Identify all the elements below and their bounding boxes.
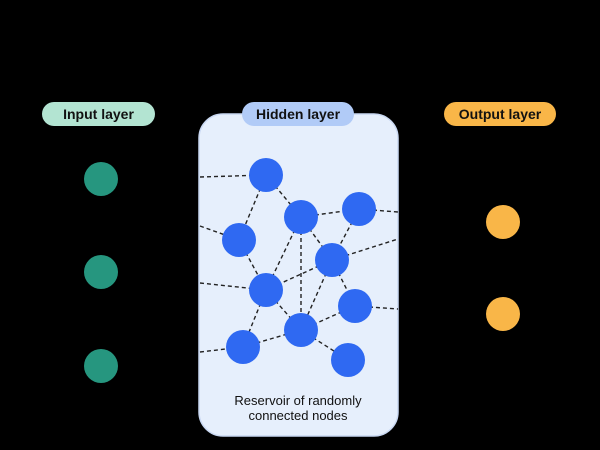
hidden-node [331, 343, 365, 377]
output-node [486, 297, 520, 331]
reservoir-caption-line-1: Reservoir of randomly [234, 393, 362, 408]
input-node [84, 255, 118, 289]
hidden-node [249, 273, 283, 307]
output-nodes [486, 205, 520, 331]
input-layer-label: Input layer [42, 102, 155, 126]
reservoir-caption: Reservoir of randomly connected nodes [205, 393, 391, 423]
hidden-nodes [222, 158, 376, 377]
hidden-node [222, 223, 256, 257]
hidden-layer-label: Hidden layer [242, 102, 354, 126]
input-node [84, 349, 118, 383]
hidden-node [315, 243, 349, 277]
edge [331, 238, 399, 261]
output-layer-label: Output layer [444, 102, 556, 126]
output-node [486, 205, 520, 239]
reservoir-caption-line-2: connected nodes [248, 408, 348, 423]
hidden-node [284, 200, 318, 234]
input-nodes [84, 162, 118, 383]
hidden-node [226, 330, 260, 364]
hidden-node [338, 289, 372, 323]
hidden-node [284, 313, 318, 347]
hidden-node [249, 158, 283, 192]
input-node [84, 162, 118, 196]
edge [265, 259, 333, 291]
hidden-node [342, 192, 376, 226]
